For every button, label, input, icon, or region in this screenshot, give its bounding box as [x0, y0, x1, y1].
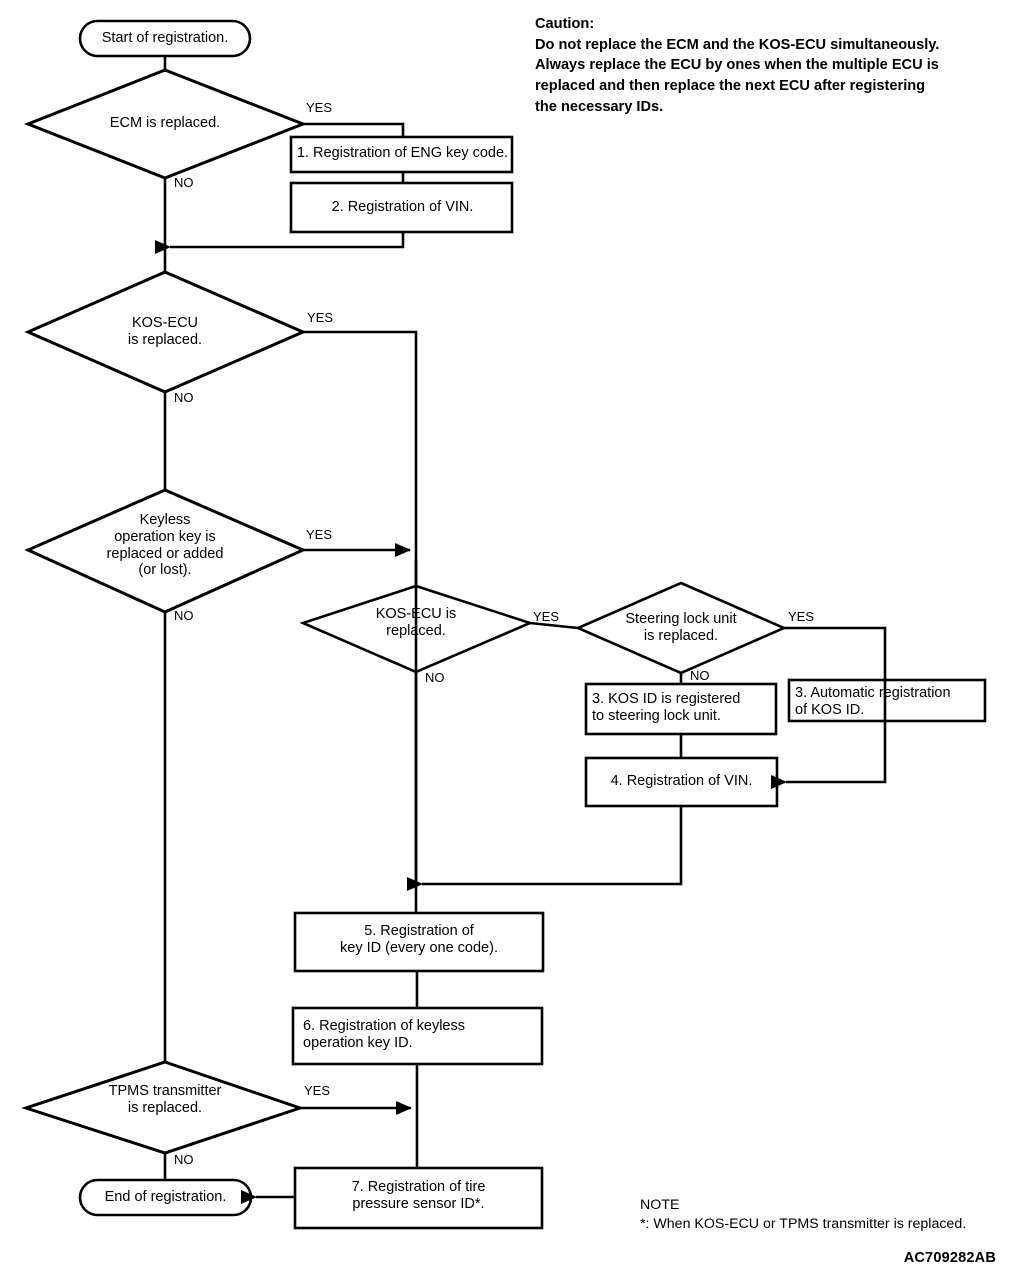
caution-block: Caution: Do not replace the ECM and the … [535, 14, 1005, 118]
connector-layer [155, 56, 887, 1204]
decision-kos-ecu-replaced [24, 270, 307, 394]
branch-label-tpms-no: NO [174, 1152, 194, 1167]
edge-steer-yes [771, 626, 887, 789]
caution-heading: Caution: [535, 16, 595, 32]
note-block: NOTE *: When KOS-ECU or TPMS transmitter… [640, 1196, 1000, 1234]
note-heading: NOTE [640, 1197, 680, 1213]
caution-line-3: replaced and then replace the next ECU a… [535, 78, 926, 95]
terminator-end [78, 1178, 253, 1217]
note-line-1: *: When KOS-ECU or TPMS transmitter is r… [640, 1216, 967, 1233]
process-step6 [291, 1006, 544, 1066]
branch-label-kos-yes: YES [307, 310, 334, 325]
decision-keyless-operation-key [24, 488, 307, 614]
branch-label-ecm-yes: YES [306, 100, 333, 115]
edge-ecm-yes [303, 122, 405, 137]
branch-label-kos2-yes: YES [533, 609, 560, 624]
caution-line-4: the necessary IDs. [535, 98, 664, 115]
branch-label-ecm-no: NO [174, 175, 194, 190]
branch-label-steering-no: NO [690, 668, 710, 683]
edge-kos-yes [303, 330, 418, 884]
branch-label-kos2-no: NO [425, 670, 445, 685]
process-step7 [293, 1166, 544, 1230]
shape-layer [21, 19, 987, 1230]
edge-kos2-yes [529, 621, 579, 630]
decision-tpms-replaced [21, 1060, 305, 1155]
process-step5 [293, 911, 545, 973]
edge-p4-merge [407, 805, 683, 891]
process-step3-manual [584, 682, 778, 736]
edge-p2-merge [155, 232, 405, 254]
process-step2 [289, 181, 514, 234]
process-step1 [289, 135, 514, 174]
figure-code-label: AC709282AB [903, 1250, 996, 1266]
branch-label-tpms-yes: YES [304, 1083, 331, 1098]
branch-label-keyless-no: NO [174, 608, 194, 623]
decision-kos-ecu-replaced-2 [299, 584, 534, 674]
branch-label-keyless-yes: YES [306, 527, 333, 542]
decision-ecm-replaced [23, 68, 308, 180]
branch-label-kos-no: NO [174, 390, 194, 405]
branch-label-steering-yes: YES [788, 609, 815, 624]
process-step4 [584, 756, 779, 808]
caution-line-2: Always replace the ECU by ones when the … [535, 57, 939, 74]
caution-line-1: Do not replace the ECM and the KOS-ECU s… [535, 36, 940, 53]
process-step3-automatic [787, 678, 987, 723]
decision-steering-lock-replaced [574, 581, 788, 675]
terminator-start [78, 19, 252, 58]
